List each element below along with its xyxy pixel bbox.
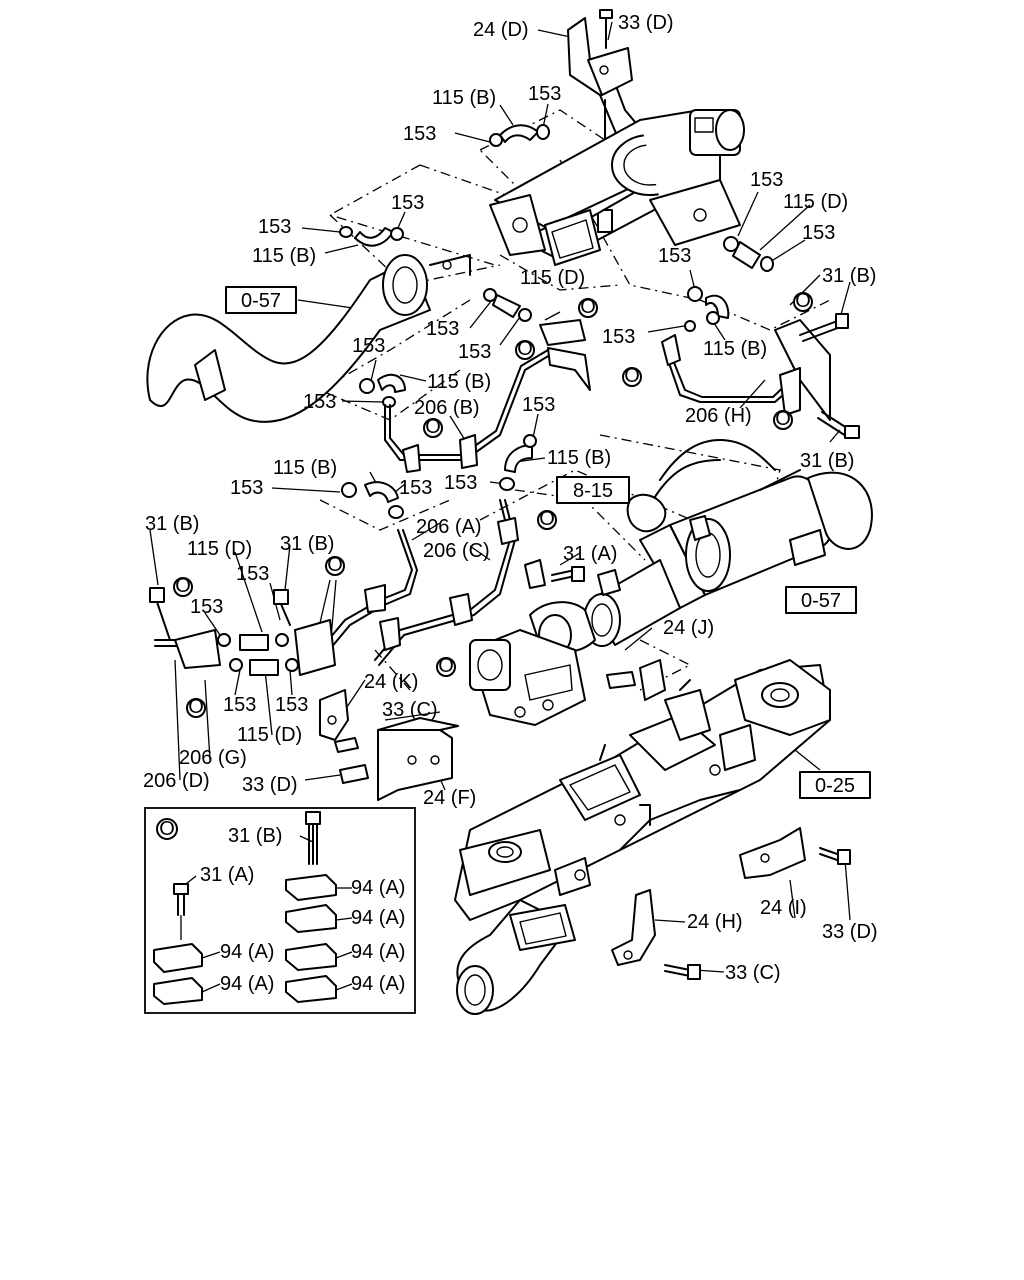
callout: 206 (H) (685, 405, 752, 427)
boxed-references: 0-57 0-57 8-15 0-25 (225, 286, 871, 799)
svg-text:O: O (425, 416, 441, 438)
callout-labels: 24 (D) 33 (D) 115 (B) 153 153 153 115 (D… (143, 12, 878, 984)
callout: 31 (A) (200, 864, 254, 886)
callout: 153 (528, 83, 561, 105)
callout: 153 (602, 326, 635, 348)
egr-cooler-middle (469, 439, 873, 726)
callout: 153 (458, 341, 491, 363)
callout: 153 (275, 694, 308, 716)
callout: 206 (A) (416, 516, 482, 538)
ref-exhaust-upper: 0-57 (241, 290, 281, 312)
callout: 115 (B) (547, 447, 611, 469)
callout: 94 (A) (220, 941, 274, 963)
callout: 153 (522, 394, 555, 416)
svg-text:O: O (580, 296, 596, 318)
callout: 24 (K) (364, 671, 418, 693)
callout: 115 (B) (432, 87, 496, 109)
clip-markers (173, 292, 813, 718)
callout: 153 (190, 596, 223, 618)
callout: 153 (258, 216, 291, 238)
callout: 94 (A) (351, 941, 405, 963)
callout: 115 (D) (520, 267, 585, 289)
clip-detail-inset: O 31 (B) 31 (A) 94 (A) 94 (A) 94 (A) 94 … (144, 807, 416, 1014)
callout: 153 (303, 391, 336, 413)
callout: 115 (B) (703, 338, 767, 360)
callout: 206 (D) (143, 770, 210, 792)
callout: 206 (B) (414, 397, 480, 419)
upper-hoses (339, 124, 774, 408)
clip-marker-letters: O O O O O O O O O O O (175, 290, 811, 718)
callout: 24 (D) (473, 19, 529, 41)
callout: 115 (B) (273, 457, 337, 479)
ref-8-15: 8-15 (573, 480, 613, 502)
callout: 115 (D) (783, 191, 848, 213)
callout: 33 (D) (242, 774, 298, 796)
svg-text:O: O (175, 575, 191, 597)
ref-intake-manifold: 0-25 (815, 775, 855, 797)
callout: 153 (223, 694, 256, 716)
callout: 24 (H) (687, 911, 743, 933)
upper-egr-assembly (489, 9, 745, 266)
callout: 33 (C) (725, 962, 781, 984)
svg-text:O: O (438, 655, 454, 677)
callout: 24 (J) (663, 617, 714, 639)
callout: 153 (444, 472, 477, 494)
svg-text:O: O (624, 365, 640, 387)
intake-manifold (454, 659, 831, 1015)
callout: 31 (B) (822, 265, 876, 287)
bolt-31B-upper (799, 313, 860, 439)
svg-text:O: O (539, 508, 555, 530)
callout: 153 (750, 169, 783, 191)
callout: 33 (C) (382, 699, 438, 721)
callout: 33 (D) (618, 12, 674, 34)
svg-text:O: O (188, 696, 204, 718)
callout: 24 (I) (760, 897, 807, 919)
svg-text:O: O (327, 554, 343, 576)
lower-left-hoses (217, 434, 537, 676)
svg-text:O: O (775, 408, 791, 430)
callout: 206 (G) (179, 747, 247, 769)
svg-text:O: O (795, 290, 811, 312)
callout: 31 (B) (280, 533, 334, 555)
callout: 94 (A) (351, 907, 405, 929)
callout: 94 (A) (220, 973, 274, 995)
callout: 115 (D) (187, 538, 252, 560)
pipe-206B-206H (384, 319, 831, 473)
callout: 115 (D) (237, 724, 302, 746)
callout: 153 (658, 245, 691, 267)
pipes-206A-206C-206G-206D (154, 499, 519, 676)
callout: 31 (B) (228, 825, 282, 847)
brackets-24H-24I (611, 827, 851, 980)
callout: 115 (B) (427, 371, 491, 393)
bolt-31A (551, 566, 585, 582)
callout: 24 (F) (423, 787, 476, 809)
callout: 153 (391, 192, 424, 214)
svg-text:O: O (517, 338, 533, 360)
callout: 94 (A) (351, 973, 405, 995)
callout: 115 (B) (252, 245, 316, 267)
callout: 31 (A) (563, 543, 617, 565)
callout: 153 (236, 563, 269, 585)
callout: 94 (A) (351, 877, 405, 899)
exhaust-pipe-upper (146, 254, 471, 423)
inset-marker: O (159, 818, 175, 840)
callout: 31 (B) (800, 450, 854, 472)
callout: 153 (426, 318, 459, 340)
callout: 153 (352, 335, 385, 357)
bolts-31B-left (149, 587, 291, 641)
brackets-lower-left (319, 659, 666, 801)
callout: 33 (D) (822, 921, 878, 943)
callout: 153 (403, 123, 436, 145)
callout: 31 (B) (145, 513, 199, 535)
callout: 206 (C) (423, 540, 490, 562)
callout: 153 (802, 222, 835, 244)
ref-exhaust-lower: 0-57 (801, 590, 841, 612)
callout: 153 (230, 477, 263, 499)
callout: 153 (399, 477, 432, 499)
